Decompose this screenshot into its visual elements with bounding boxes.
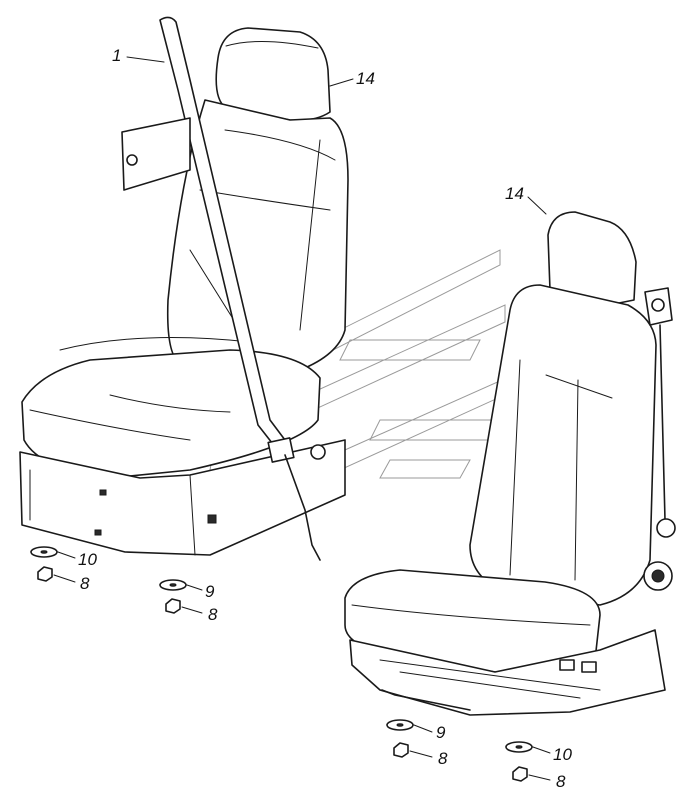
callout-8-left-b: 8 <box>208 605 218 624</box>
callout-14-right: 14 <box>505 184 524 203</box>
right-headrest <box>547 211 637 307</box>
nut-8-right-b <box>512 766 528 782</box>
left-headrest <box>215 27 331 122</box>
right-seat <box>344 211 676 716</box>
left-seat <box>19 16 349 561</box>
callout-9-left: 9 <box>205 582 215 601</box>
callout-8-right-b: 8 <box>556 772 566 791</box>
callout-9-right: 9 <box>436 723 446 742</box>
callout-14-left: 14 <box>356 69 375 88</box>
callout-1: 1 <box>112 46 121 65</box>
nut-8-left-a <box>37 566 53 582</box>
hardware <box>30 546 533 782</box>
nut-8-right-a <box>393 742 409 758</box>
callout-8-left-a: 8 <box>80 574 90 593</box>
right-base <box>349 629 666 716</box>
callout-8-right-a: 8 <box>438 749 448 768</box>
left-base <box>19 439 346 556</box>
leader-lines <box>53 56 551 781</box>
nut-8-left-b <box>165 598 181 614</box>
left-belt-retractor <box>121 117 191 191</box>
callout-10-right: 10 <box>553 745 572 764</box>
callout-labels: 1 14 14 10 8 9 8 9 8 10 8 <box>78 46 572 791</box>
callout-10-left: 10 <box>78 550 97 569</box>
right-backrest <box>469 284 657 606</box>
